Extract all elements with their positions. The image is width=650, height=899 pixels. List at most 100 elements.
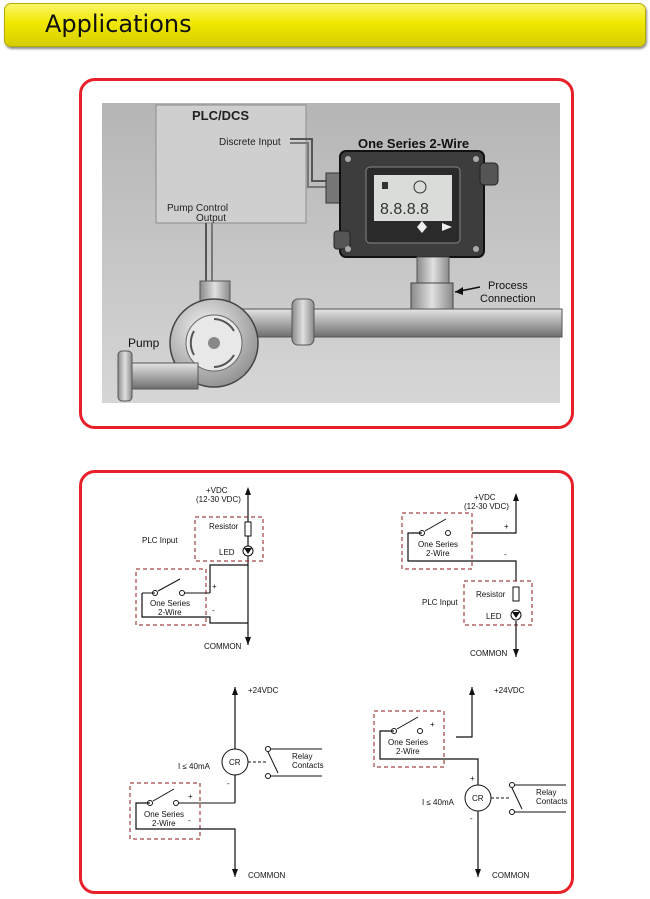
minus-label: - <box>227 779 230 788</box>
common-label: COMMON <box>248 871 286 880</box>
supply-line <box>472 495 517 534</box>
contact <box>417 728 423 734</box>
plus-label: + <box>430 720 435 729</box>
pipe-coupling <box>291 298 315 346</box>
installation-diagram: PLC/DCS Discrete Input Pump Control Outp… <box>102 103 563 403</box>
switch-label-1: One Series <box>388 738 428 747</box>
connection-label: Connection <box>480 293 536 305</box>
current-label: I ≤ 40mA <box>422 798 455 807</box>
switch-arm <box>152 788 175 802</box>
wire <box>407 532 517 581</box>
impeller-hub <box>208 337 220 349</box>
screw-icon <box>345 156 351 162</box>
output-label: Output <box>196 213 226 224</box>
pump-label: Pump <box>128 336 160 350</box>
contact <box>173 800 179 806</box>
process-fitting <box>416 256 450 284</box>
current-label: I ≤ 40mA <box>178 762 211 771</box>
switch-label-1: One Series <box>150 599 190 608</box>
status-ring-icon <box>413 180 427 194</box>
mount-tab-right <box>479 162 499 186</box>
relay-contact-arm <box>267 751 279 774</box>
arrow-up-icon <box>232 687 238 695</box>
resistor-symbol <box>512 586 520 602</box>
switch-box <box>401 512 473 570</box>
contact <box>265 773 271 779</box>
minus-label: - <box>504 550 507 559</box>
discrete-input-label: Discrete Input <box>219 137 281 148</box>
wire <box>209 564 248 593</box>
circuit-3: +24VDC CR I ≤ 40mA Relay Contacts - + - … <box>129 686 324 880</box>
relay-contact-arm <box>511 787 523 810</box>
mount-tab-left <box>333 230 351 250</box>
arrow-up-icon <box>245 487 251 495</box>
vdc-range-label: (12-30 VDC) <box>464 502 509 511</box>
main-pipe <box>231 308 563 338</box>
wiring-panel: +VDC (12-30 VDC) Resistor LED PLC Input … <box>79 470 574 894</box>
switch-box <box>129 782 201 840</box>
signal-wire-2 <box>290 142 340 188</box>
common-label: COMMON <box>492 871 530 880</box>
plus-label: + <box>188 792 193 801</box>
plus-label: + <box>504 522 509 531</box>
relay-label-1: Relay <box>536 788 556 797</box>
switch-arm <box>424 518 447 532</box>
arrow-down-icon <box>232 869 238 877</box>
resistor-label: Resistor <box>209 522 239 531</box>
installation-panel: PLC/DCS Discrete Input Pump Control Outp… <box>79 78 574 429</box>
vdc-range-label: (12-30 VDC) <box>196 495 241 504</box>
wire <box>379 730 479 785</box>
page-title: Applications <box>45 10 192 38</box>
circuit-4: +24VDC + One Series 2-Wire + CR I ≤ 40mA… <box>373 686 568 880</box>
led-label: LED <box>486 612 502 621</box>
supply-label: +24VDC <box>494 686 525 695</box>
vdc-label: +VDC <box>474 493 496 502</box>
wire <box>141 593 248 624</box>
relay-label-2: Contacts <box>536 797 568 806</box>
switch-label-2: 2-Wire <box>152 819 176 828</box>
relay-label-1: Relay <box>292 752 312 761</box>
arrow-up-icon <box>469 687 475 695</box>
switch-arm <box>157 578 181 592</box>
resistor-label: Resistor <box>476 590 506 599</box>
inlet-pipe <box>127 362 199 390</box>
screw-icon <box>345 246 351 252</box>
circuit-1: +VDC (12-30 VDC) Resistor LED PLC Input … <box>135 486 264 651</box>
switch-label-2: 2-Wire <box>426 549 450 558</box>
circuit-2: +VDC (12-30 VDC) One Series 2-Wire + - R… <box>401 493 533 658</box>
wiring-diagrams: +VDC (12-30 VDC) Resistor LED PLC Input … <box>129 486 568 880</box>
supply-label: +24VDC <box>248 686 279 695</box>
minus-label: - <box>212 606 215 615</box>
pump-control-label: Pump Control <box>167 203 228 214</box>
device-title: One Series 2-Wire <box>358 136 469 151</box>
plus-label: + <box>212 582 217 591</box>
contact <box>265 746 271 752</box>
resistor-symbol <box>244 521 252 537</box>
switch-arm <box>396 716 419 730</box>
arrow-down-icon <box>245 637 251 645</box>
minus-label-2: - <box>188 816 191 825</box>
switch-label-2: 2-Wire <box>158 608 182 617</box>
contact <box>509 809 515 815</box>
cr-label: CR <box>472 794 484 803</box>
plc-input-label: PLC Input <box>422 598 458 607</box>
up-down-button-icon <box>417 221 427 233</box>
contact <box>179 590 185 596</box>
switch-label-1: One Series <box>418 540 458 549</box>
contact <box>509 782 515 788</box>
switch-label-2: 2-Wire <box>396 747 420 756</box>
common-label: COMMON <box>204 642 242 651</box>
applications-header: Applications <box>4 3 646 47</box>
lcd-digits: 8.8.8.8 <box>380 201 429 218</box>
arrow-down-icon <box>475 869 481 877</box>
contact <box>445 530 451 536</box>
lock-icon <box>382 182 388 189</box>
vdc-label: +VDC <box>206 486 228 495</box>
diode-icon <box>512 612 520 618</box>
supply-line <box>456 687 473 738</box>
wire <box>135 802 236 877</box>
diode-icon <box>244 548 252 554</box>
right-arrow-button-icon <box>442 223 452 231</box>
arrowhead <box>455 287 463 295</box>
common-label: COMMON <box>470 649 508 658</box>
